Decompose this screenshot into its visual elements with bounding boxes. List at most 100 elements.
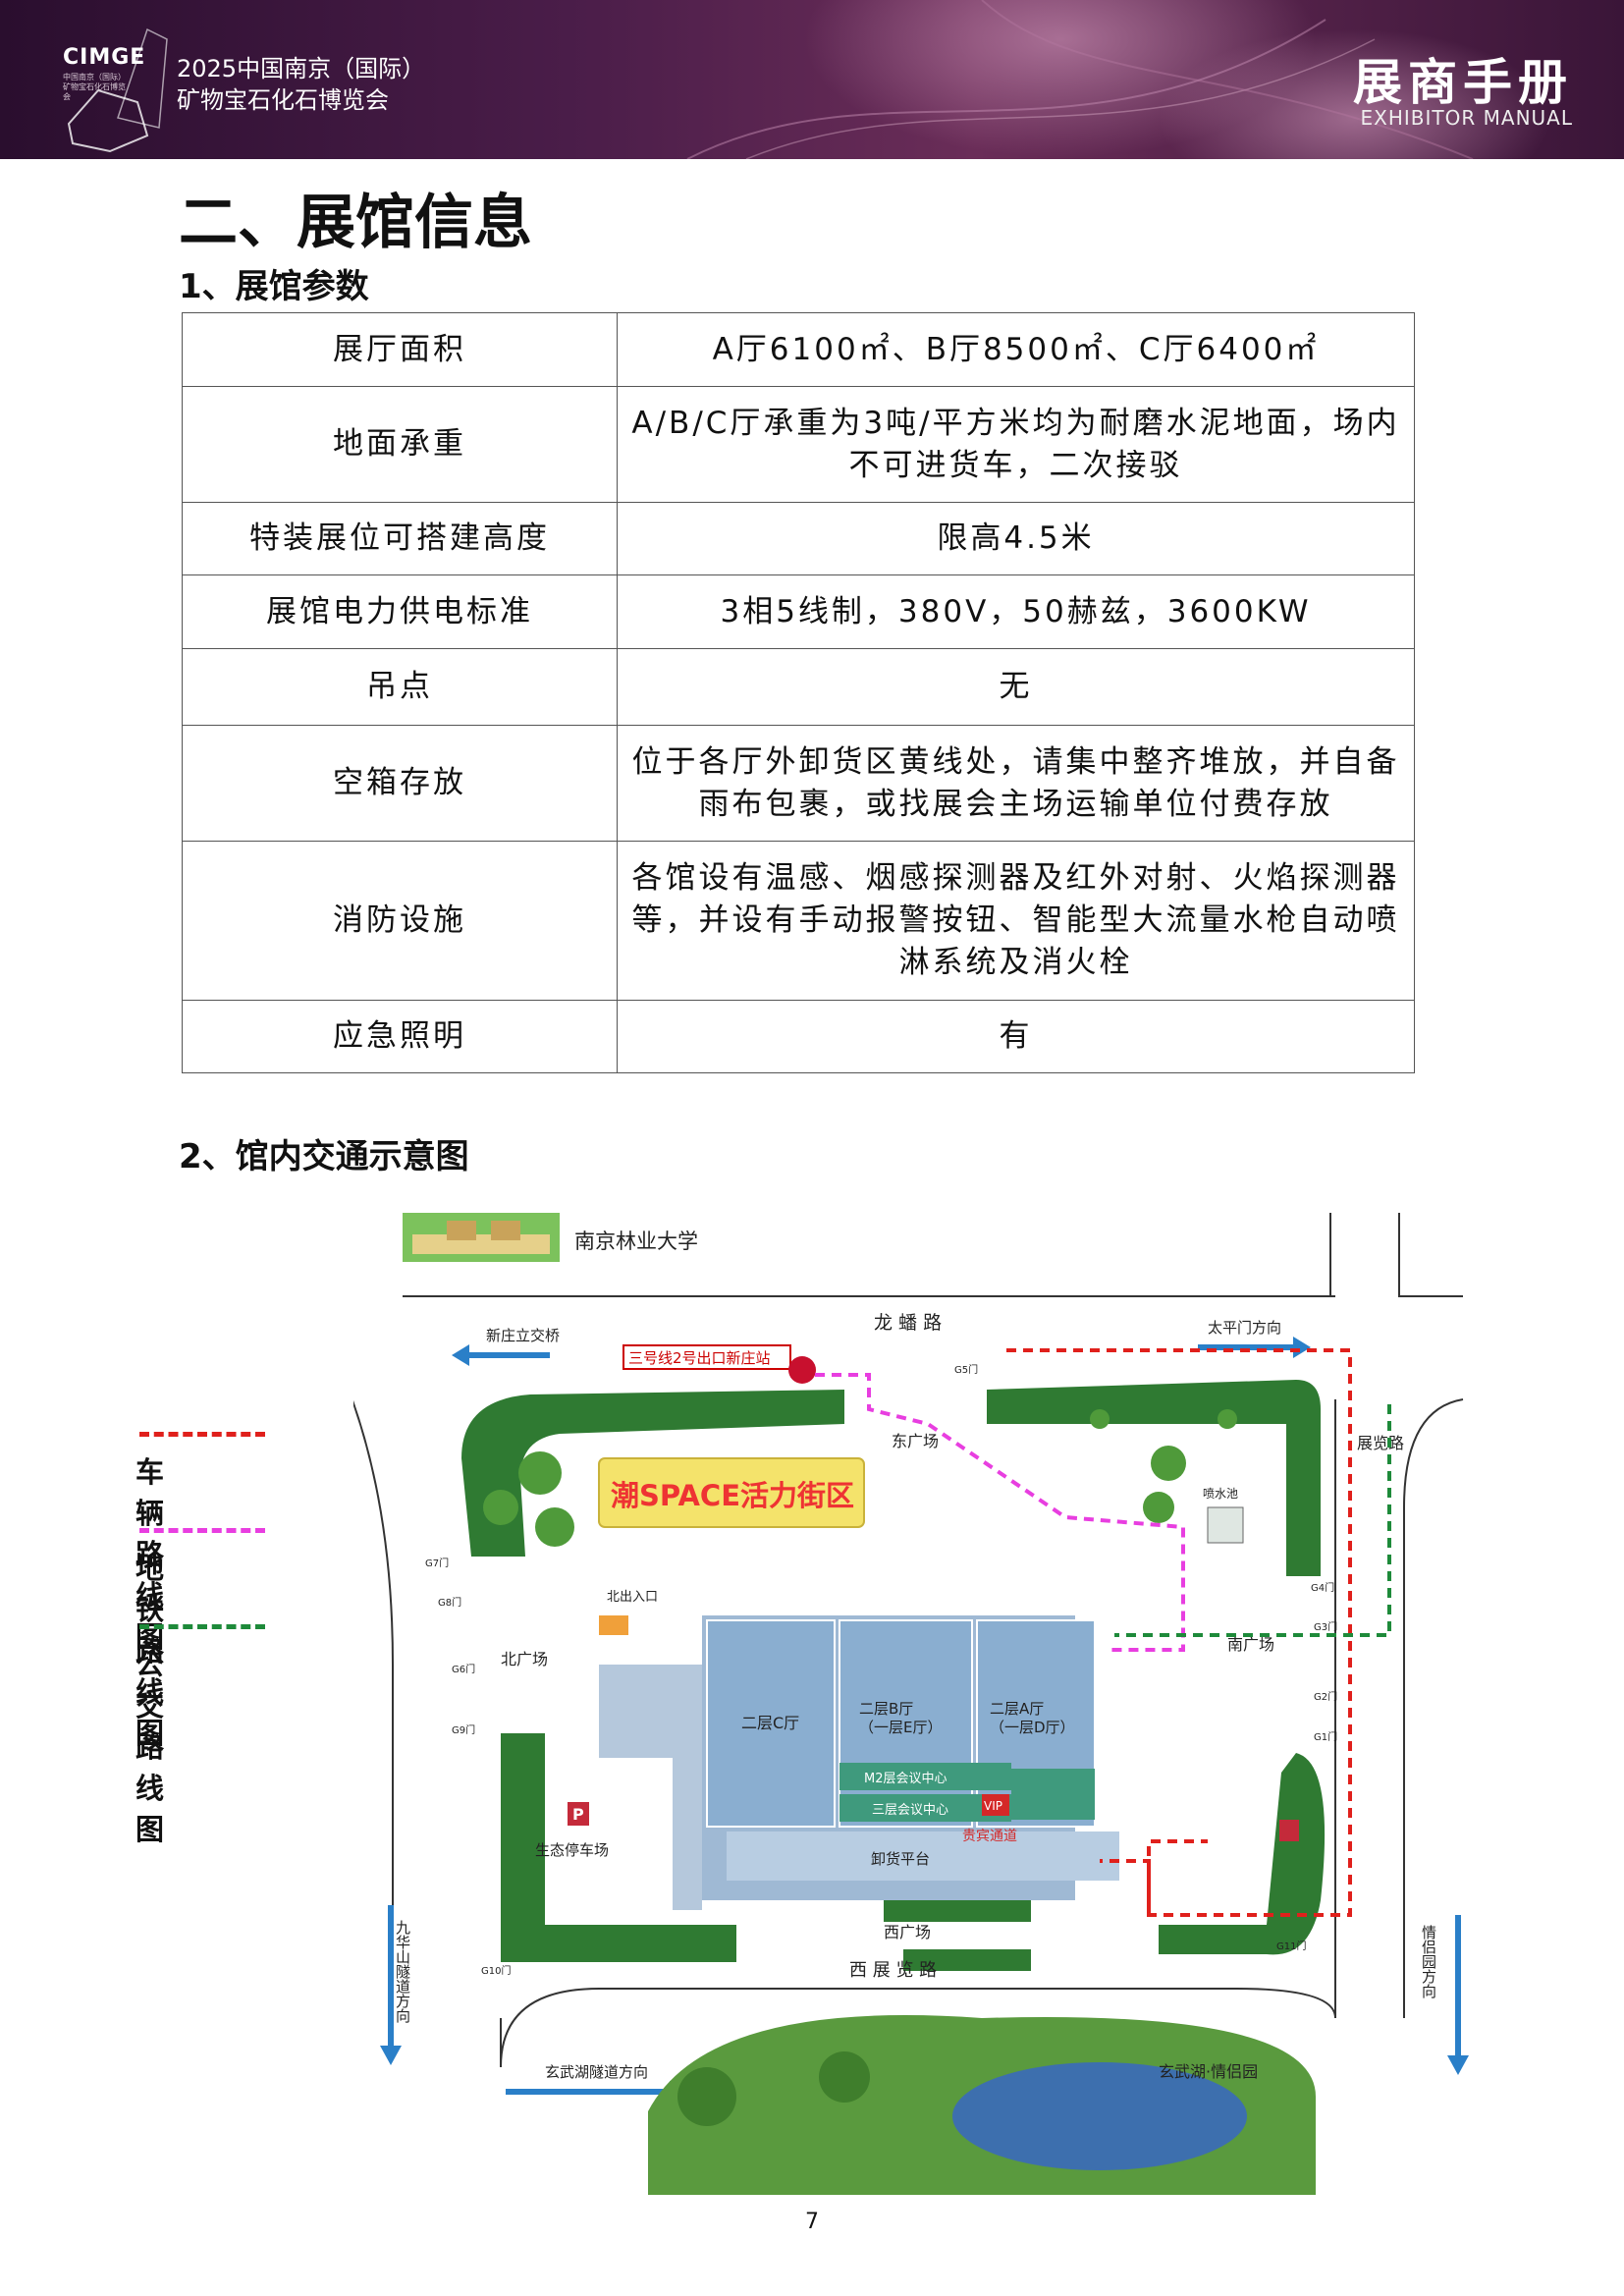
table-row: 特装展位可搭建高度 限高4.5米 <box>182 502 1415 575</box>
xuanwu-park <box>648 2015 1316 2195</box>
exhibition-halls <box>599 1615 1119 1910</box>
param-key: 特装展位可搭建高度 <box>182 502 618 575</box>
table-row: 展厅面积 A厅6100㎡、B厅8500㎡、C厅6400㎡ <box>182 312 1415 387</box>
crystal-icon <box>67 88 149 153</box>
table-row: 展馆电力供电标准 3相5线制，380V，50赫兹，3600KW <box>182 574 1415 649</box>
xuanwu-tunnel-label: 玄武湖隧道方向 <box>545 2063 648 2081</box>
legend-label: 公交路线图 <box>135 1648 165 1846</box>
logo-text: CIMGE <box>63 45 146 70</box>
manual-subtitle: EXHIBITOR MANUAL <box>1360 106 1573 130</box>
parking-p: P <box>572 1805 584 1824</box>
table-row: 地面承重 A/B/C厅承重为3吨/平方米均为耐磨水泥地面，场内不可进货车，二次接… <box>182 386 1415 503</box>
west-road-label: 西 展 览 路 <box>849 1960 937 1981</box>
event-name-line1: 2025中国南京（国际） <box>177 55 426 82</box>
north-entrance-label: 北出入口 <box>607 1590 658 1605</box>
param-value: 有 <box>617 1000 1415 1073</box>
params-table: 展厅面积 A厅6100㎡、B厅8500㎡、C厅6400㎡ 地面承重 A/B/C厅… <box>182 312 1415 1073</box>
vehicle-route <box>1006 1348 1352 1917</box>
page-number: 7 <box>805 2210 819 2234</box>
section-title: 二、展馆信息 <box>179 189 532 257</box>
east-plaza-label: 东广场 <box>892 1432 939 1450</box>
vehicle-route-branch <box>1100 1859 1151 1915</box>
banner-decoration <box>67 0 1551 159</box>
gate-g11: G11门 <box>1276 1940 1306 1952</box>
unloading-label: 卸货平台 <box>871 1850 930 1868</box>
param-key: 消防设施 <box>182 841 618 1001</box>
param-value: A/B/C厅承重为3吨/平方米均为耐磨水泥地面，场内不可进货车，二次接驳 <box>617 386 1415 503</box>
metro-exit-label: 三号线2号出口新庄站 <box>628 1349 771 1367</box>
vip-channel-label: 贵宾通道 <box>962 1829 1017 1844</box>
param-key: 应急照明 <box>182 1000 618 1073</box>
param-value: 无 <box>617 648 1415 726</box>
vip-label: VIP <box>984 1799 1002 1813</box>
param-key: 空箱存放 <box>182 725 618 842</box>
arrow-down-icon <box>380 1905 402 2065</box>
metro-logo-icon <box>788 1356 816 1384</box>
qinglv-direction-label: 情侣园方向 <box>1420 1925 1437 1998</box>
xuanwu-park-label: 玄武湖·情侣园 <box>1159 2062 1258 2081</box>
table-row: 吊点 无 <box>182 648 1415 726</box>
parking-icon-east <box>1279 1820 1299 1841</box>
hall-c-label: 二层C厅 <box>741 1714 799 1732</box>
event-name: 2025中国南京（国际） 矿物宝石化石博览会 <box>177 53 425 116</box>
header-banner: CIMGE 中国南京（国际）矿物宝石化石博览会 2025中国南京（国际） 矿物宝… <box>0 0 1624 159</box>
param-key: 展馆电力供电标准 <box>182 574 618 649</box>
eco-parking <box>545 1758 673 1925</box>
gate-g4: G4门 <box>1311 1581 1334 1594</box>
north-plaza-label: 北广场 <box>501 1650 548 1668</box>
bus-route-swatch <box>139 1624 265 1629</box>
parking-icon <box>568 1802 589 1826</box>
gate-g1: G1门 <box>1314 1730 1337 1743</box>
param-value: 3相5线制，380V，50赫兹，3600KW <box>617 574 1415 649</box>
green-belts <box>461 1380 1326 1971</box>
table-row: 应急照明 有 <box>182 1000 1415 1073</box>
param-value: 各馆设有温感、烟感探测器及红外对射、火焰探测器等，并设有手动报警按钮、智能型大流… <box>617 841 1415 1001</box>
param-key: 地面承重 <box>182 386 618 503</box>
hall-c <box>706 1619 836 1828</box>
gate-labels: G7门 G8门 G6门 G9门 G10门 G5门 G4门 G3门 G2门 G1门… <box>425 1363 1337 1977</box>
south-plaza-label: 南广场 <box>1227 1635 1274 1654</box>
gate-g3: G3门 <box>1314 1620 1337 1633</box>
traffic-map: 南京林业大学 龙 蟠 路 新庄立交桥 太平门方向 三号线2号出口新庄站 潮SPA… <box>353 1213 1469 2195</box>
road-north-label: 龙 蟠 路 <box>874 1312 942 1334</box>
unloading-platform <box>727 1831 1119 1881</box>
hall-b <box>839 1619 973 1828</box>
param-value: 位于各厅外卸货区黄线处，请集中整齐堆放，并自备雨布包裹，或找展会主场运输单位付费… <box>617 725 1415 842</box>
trees <box>483 1409 1237 1547</box>
exhibit-road-label: 展览路 <box>1357 1434 1404 1452</box>
north-entrance-arrow <box>599 1615 628 1635</box>
gate-g7: G7门 <box>425 1557 449 1569</box>
logo-subtitle: 中国南京（国际）矿物宝石化石博览会 <box>63 73 126 101</box>
legend-label: 地铁路线图 <box>135 1552 165 1750</box>
to-xinzhuang-label: 新庄立交桥 <box>486 1327 560 1344</box>
university-label: 南京林业大学 <box>574 1230 698 1253</box>
eco-parking-label: 生态停车场 <box>535 1841 609 1859</box>
gate-g2: G2门 <box>1314 1690 1337 1703</box>
metro-route-swatch <box>139 1528 265 1533</box>
hall-b-label: 二层B厅（一层E厅） <box>859 1700 942 1736</box>
to-taiping-label: 太平门方向 <box>1208 1319 1281 1337</box>
fountain-label: 喷水池 <box>1203 1487 1238 1501</box>
gate-g8: G8门 <box>438 1596 461 1609</box>
university-building <box>403 1213 560 1262</box>
arrow-down-icon <box>1447 1915 1469 2075</box>
param-key: 展厅面积 <box>182 312 618 387</box>
params-heading: 1、展馆参数 <box>179 267 369 306</box>
hall-a-label: 二层A厅（一层D厅） <box>990 1700 1075 1736</box>
arrow-left-icon <box>452 1344 550 1366</box>
jiuhua-label: 九华山隧道方向 <box>394 1920 411 2023</box>
fountain-shape <box>1207 1506 1244 1544</box>
metro-route <box>815 1373 1185 1652</box>
vip-badge <box>982 1794 1009 1816</box>
metro-exit-tag <box>623 1344 791 1370</box>
space-zone-label: 潮SPACE活力街区 <box>611 1479 854 1512</box>
param-value: 限高4.5米 <box>617 502 1415 575</box>
table-row: 消防设施 各馆设有温感、烟感探测器及红外对射、火焰探测器等，并设有手动报警按钮、… <box>182 841 1415 1001</box>
event-name-line2: 矿物宝石化石博览会 <box>177 86 389 114</box>
vehicle-route-swatch <box>139 1432 265 1437</box>
arrow-right-icon <box>1198 1337 1311 1358</box>
manual-title: 展商手册 <box>1353 54 1573 111</box>
traffic-heading: 2、馆内交通示意图 <box>179 1137 469 1176</box>
param-value: A厅6100㎡、B厅8500㎡、C厅6400㎡ <box>617 312 1415 387</box>
table-row: 空箱存放 位于各厅外卸货区黄线处，请集中整齐堆放，并自备雨布包裹，或找展会主场运… <box>182 725 1415 842</box>
